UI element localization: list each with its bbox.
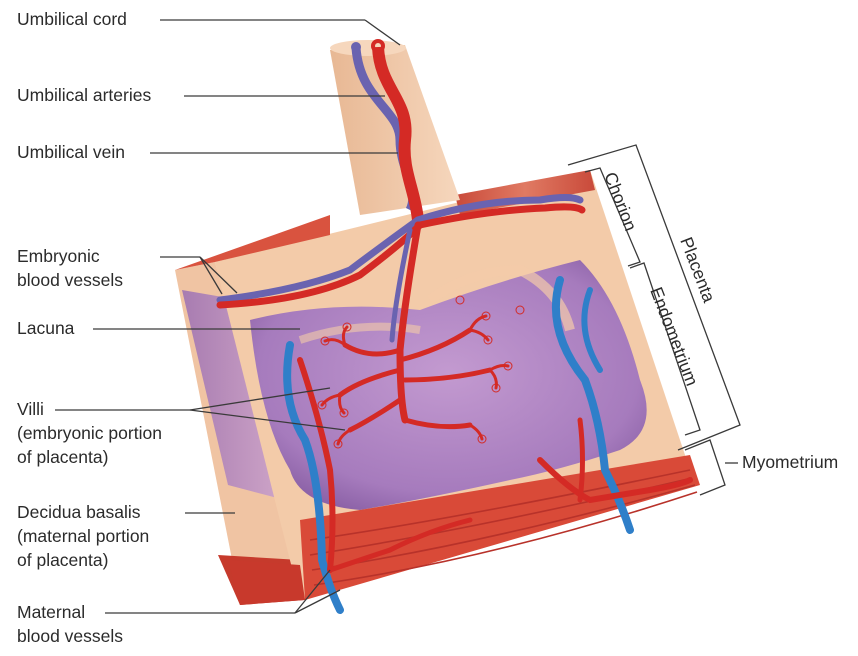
label-lacuna: Lacuna bbox=[17, 318, 74, 339]
label-myometrium: Myometrium bbox=[742, 452, 838, 473]
label-maternal-2: blood vessels bbox=[17, 626, 123, 647]
label-umbilical-vein: Umbilical vein bbox=[17, 142, 125, 163]
label-villi-3: of placenta) bbox=[17, 447, 108, 468]
label-decidua-3: of placenta) bbox=[17, 550, 108, 571]
label-decidua-2: (maternal portion bbox=[17, 526, 149, 547]
label-villi-1: Villi bbox=[17, 399, 44, 420]
label-embryonic-2: blood vessels bbox=[17, 270, 123, 291]
umbilical-cord bbox=[330, 39, 460, 220]
label-umbilical-arteries: Umbilical arteries bbox=[17, 85, 151, 106]
label-embryonic-1: Embryonic bbox=[17, 246, 100, 267]
placenta-block bbox=[175, 170, 700, 605]
label-decidua-1: Decidua basalis bbox=[17, 502, 141, 523]
label-umbilical-cord: Umbilical cord bbox=[17, 9, 127, 30]
label-maternal-1: Maternal bbox=[17, 602, 85, 623]
label-villi-2: (embryonic portion bbox=[17, 423, 162, 444]
